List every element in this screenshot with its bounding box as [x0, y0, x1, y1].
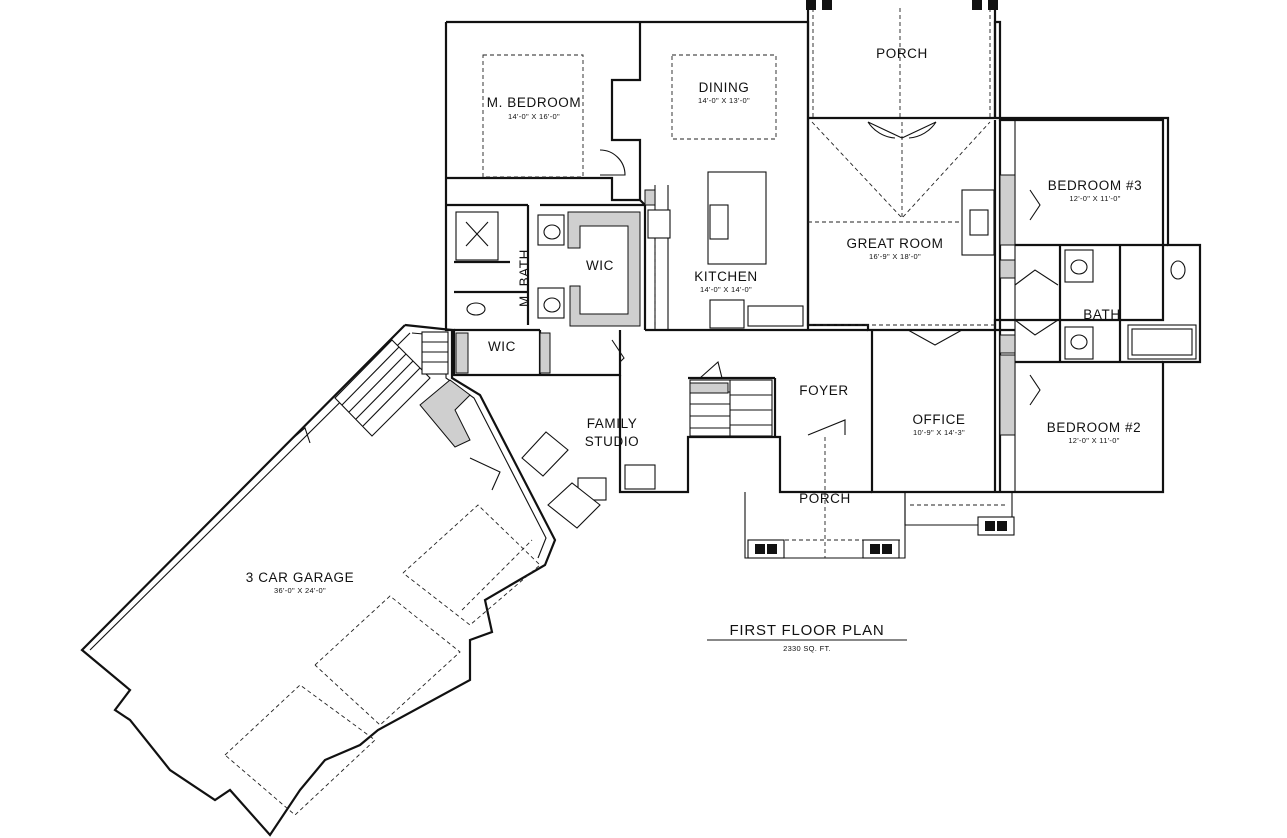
family-name: FAMILY [587, 416, 638, 431]
bath-name: BATH [1083, 307, 1120, 322]
m-bath-name: M. BATH [517, 249, 532, 307]
closet-shelving [419, 174, 1016, 448]
ceiling-lines [224, 8, 1005, 816]
wic-master-name: WIC [586, 258, 614, 273]
exterior-walls [80, 8, 1202, 837]
studio-name: STUDIO [585, 434, 640, 449]
garage-name: 3 CAR GARAGE [246, 570, 354, 585]
plan-area: 2330 SQ. FT. [783, 644, 831, 653]
m-bedroom-dim: 14'-0" X 16'-0" [508, 112, 560, 121]
garage-stair [334, 331, 449, 437]
dining-dim: 14'-0" X 13'-0" [698, 96, 750, 105]
plan-title: FIRST FLOOR PLAN [729, 622, 884, 639]
bedroom2-dim: 12'-0" X 11'-0" [1068, 436, 1119, 445]
main-stair [689, 379, 773, 437]
porch-columns [747, 0, 1015, 559]
office-name: OFFICE [912, 412, 965, 427]
office-dim: 10'-9" X 14'-3" [913, 428, 965, 437]
dining-name: DINING [699, 80, 750, 95]
bedroom3-dim: 12'-0" X 11'-0" [1069, 194, 1120, 203]
wic-hall-name: WIC [488, 339, 516, 354]
garage-dim: 36'-0" X 24'-0" [274, 586, 326, 595]
kitchen-dim: 14'-0" X 14'-0" [700, 285, 752, 294]
room-labels: M. BEDROOM 14'-0" X 16'-0" DINING 14'-0"… [246, 46, 1143, 595]
m-bedroom-name: M. BEDROOM [487, 95, 582, 110]
plan-title-block: FIRST FLOOR PLAN 2330 SQ. FT. [707, 622, 907, 653]
shower [455, 211, 499, 261]
doors [284, 121, 1059, 491]
bedroom3-name: BEDROOM #3 [1048, 178, 1143, 193]
toilet [466, 302, 486, 316]
porch-rear-name: PORCH [876, 46, 928, 61]
great-room-dim: 16'-9" X 18'-0" [869, 252, 921, 261]
foyer-name: FOYER [799, 383, 849, 398]
fixtures [455, 171, 1197, 529]
kitchen-name: KITCHEN [694, 269, 757, 284]
great-room-name: GREAT ROOM [846, 236, 943, 251]
bedroom2-name: BEDROOM #2 [1047, 420, 1142, 435]
porch-front-name: PORCH [799, 491, 851, 506]
